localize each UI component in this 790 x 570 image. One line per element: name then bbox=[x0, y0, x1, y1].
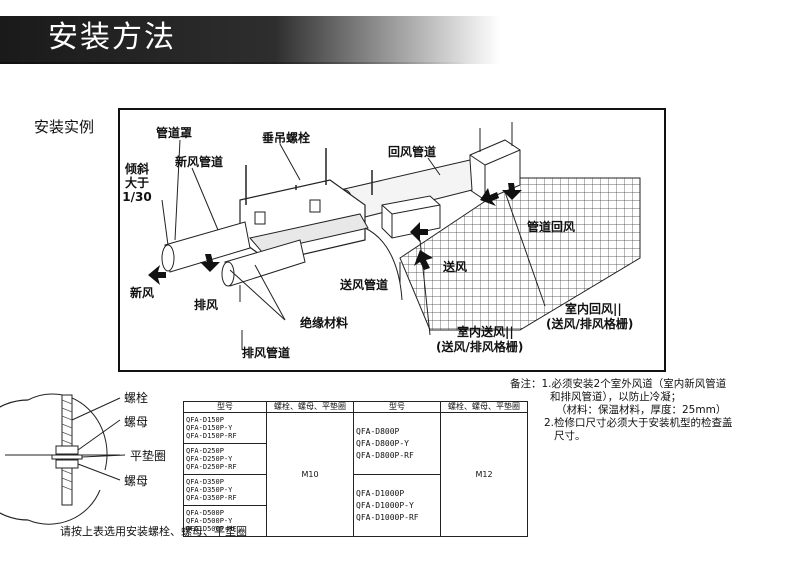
title-underline bbox=[0, 62, 470, 64]
label-exhaust-duct: 排风管道 bbox=[242, 346, 291, 360]
size-left: M10 bbox=[266, 412, 354, 537]
washer-label: 平垫圈 bbox=[130, 449, 167, 463]
section-label: 安装实例 bbox=[34, 118, 95, 136]
nut-bottom bbox=[55, 459, 79, 469]
nut-top bbox=[55, 445, 79, 455]
notes-block: 备注：1.必须安装2个室外风道（室内新风管道 和排风管道），以防止冷凝； （材料… bbox=[510, 378, 780, 443]
label-indoor-supply-grille: (送风/排风格栅) bbox=[436, 340, 524, 354]
label-fresh-air-duct: 新风管道 bbox=[175, 155, 224, 169]
instruction-text: 请按上表选用安装螺栓、螺母、平垫圈 bbox=[60, 525, 247, 538]
airflow-arrows bbox=[148, 183, 522, 285]
note-line: （材料：保温材料，厚度：25mm） bbox=[556, 404, 727, 416]
label-duct-cover: 管道罩 bbox=[156, 126, 193, 140]
label-fresh-air: 新风 bbox=[130, 286, 155, 300]
label-return-air-duct: 回风管道 bbox=[388, 145, 437, 159]
outdoor-ducts bbox=[161, 199, 306, 287]
note-line: 和排风管道），以防止冷凝； bbox=[550, 391, 682, 403]
supply-drop-box bbox=[381, 195, 441, 239]
col-model-left: 型号 bbox=[183, 401, 267, 413]
label-indoor-return: 室内回风|| bbox=[565, 302, 622, 316]
return-air-box bbox=[469, 122, 521, 201]
label-indoor-supply: 室内送风|| bbox=[457, 325, 514, 339]
label-hanger-bolt: 垂吊螺栓 bbox=[262, 131, 311, 145]
label-slope: 倾斜大于1/30 bbox=[122, 162, 152, 204]
note-line: 尺寸。 bbox=[554, 430, 586, 442]
label-indoor-return-grille: (送风/排风格栅) bbox=[546, 317, 634, 331]
note-line: 2.检修口尺寸必须大于安装机型的检查盖 bbox=[544, 417, 733, 429]
ventilator-unit bbox=[239, 179, 369, 263]
label-duct-return-air: 管道回风 bbox=[527, 220, 576, 234]
installation-diagram-frame bbox=[118, 108, 666, 372]
label-supply-air: 送风 bbox=[443, 260, 468, 274]
page-title: 安装方法 bbox=[48, 20, 176, 55]
col-model-right: 型号 bbox=[353, 401, 441, 413]
title-banner bbox=[0, 16, 500, 64]
label-insulation: 绝缘材料 bbox=[300, 316, 349, 330]
washer bbox=[51, 454, 83, 460]
hanger-bolts bbox=[245, 148, 373, 205]
label-exhaust-air: 排风 bbox=[194, 298, 219, 312]
size-right: M12 bbox=[440, 412, 528, 537]
label-supply-air-duct: 送风管道 bbox=[340, 278, 389, 292]
col-hardware-left: 螺栓、螺母、平垫圈 bbox=[266, 401, 354, 413]
note-line: 备注：1.必须安装2个室外风道（室内新风管道 bbox=[510, 378, 727, 390]
nut-top-label: 螺母 bbox=[124, 415, 149, 429]
bolt-label: 螺栓 bbox=[124, 391, 149, 405]
nut-bottom-label: 螺母 bbox=[124, 474, 149, 488]
